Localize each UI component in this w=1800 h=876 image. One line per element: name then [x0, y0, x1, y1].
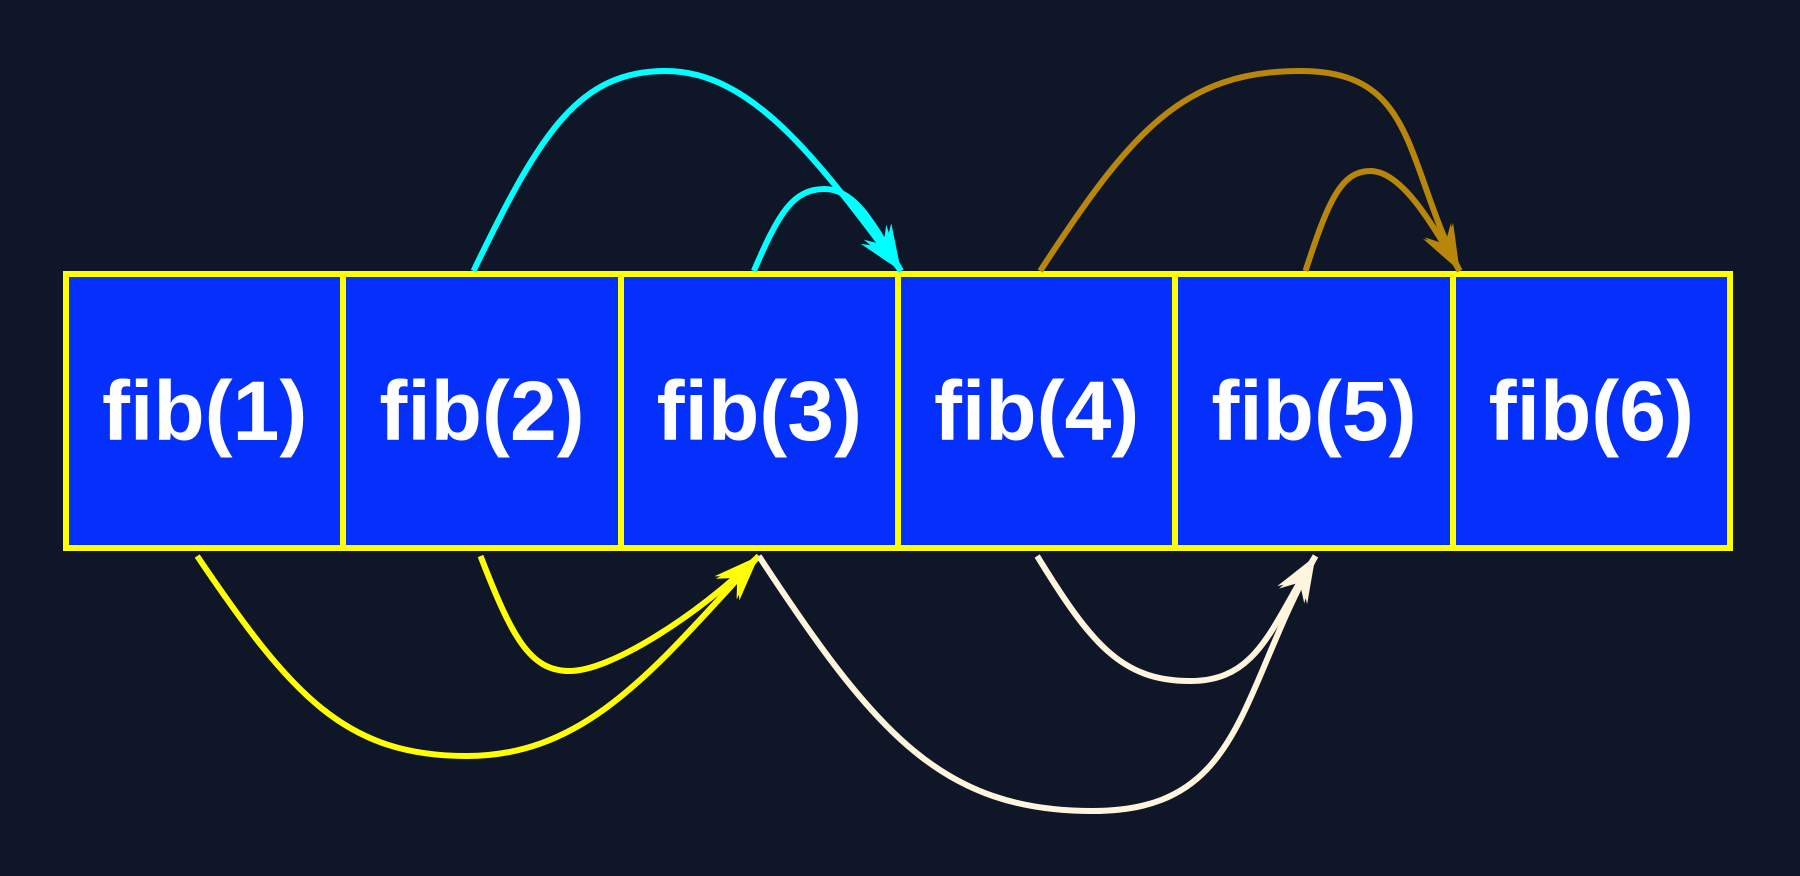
arrow-head	[1279, 556, 1316, 604]
arrow-curve	[756, 554, 1319, 815]
dependency-arrow-fib4-to-fib5	[1034, 554, 1319, 685]
arrow-head	[1423, 223, 1460, 271]
dependency-arrow-fib2-to-fib4	[470, 67, 904, 273]
arrow-head	[863, 223, 901, 271]
cell-fib-4: fib(4)	[900, 277, 1179, 545]
memo-array: fib(1) fib(2) fib(3) fib(4) fib(5) fib(6…	[63, 271, 1733, 551]
arrow-head	[1277, 556, 1316, 604]
arrow-curve	[1302, 167, 1463, 273]
cell-label: fib(3)	[656, 363, 862, 458]
dependency-arrow-fib4-to-fib6	[1037, 67, 1463, 273]
dependency-arrow-fib2-to-fib3	[477, 553, 761, 675]
arrow-curve	[477, 553, 761, 675]
dependency-arrow-fib1-to-fib3	[194, 553, 762, 760]
cell-fib-5: fib(5)	[1178, 277, 1456, 545]
cell-fib-3: fib(3)	[623, 277, 901, 545]
dependency-arrow-fib3-to-fib5	[756, 554, 1319, 815]
cell-label: fib(5)	[1211, 363, 1417, 458]
arrow-curve	[1037, 67, 1463, 273]
cell-label: fib(2)	[379, 363, 585, 458]
arrow-curve	[751, 185, 904, 273]
arrow-curve	[1034, 554, 1319, 685]
cell-fib-6: fib(6)	[1455, 277, 1727, 545]
cell-fib-2: fib(2)	[346, 277, 624, 545]
arrow-curve	[194, 553, 762, 760]
arrow-head	[714, 556, 759, 600]
cell-label: fib(1)	[102, 363, 308, 458]
arrow-head	[715, 556, 759, 601]
cell-fib-1: fib(1)	[69, 277, 347, 545]
cell-label: fib(6)	[1488, 363, 1694, 458]
dependency-arrow-fib3-to-fib4	[751, 185, 904, 273]
arrow-curve	[470, 67, 904, 273]
arrow-head	[1424, 222, 1460, 271]
cell-label: fib(4)	[934, 363, 1140, 458]
dependency-arrow-fib5-to-fib6	[1302, 167, 1463, 273]
arrow-head	[860, 224, 901, 271]
